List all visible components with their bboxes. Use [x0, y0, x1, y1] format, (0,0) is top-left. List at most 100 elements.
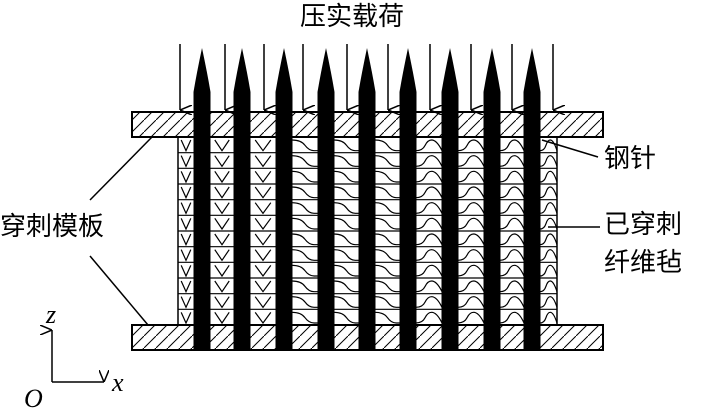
fiber-curve: [415, 170, 443, 183]
fiber-curve: [333, 311, 359, 324]
fiber-curve: [539, 296, 558, 308]
fiber-curve: [254, 280, 272, 293]
fiber-curve: [415, 139, 443, 152]
fiber-curve: [291, 249, 318, 261]
fiber-curve: [180, 186, 192, 200]
fiber-curve: [254, 296, 272, 309]
fiber-curve: [180, 233, 192, 247]
fiber-curve: [214, 296, 230, 309]
fiber-curve: [291, 155, 318, 167]
fiber-curve: [180, 280, 192, 294]
fiber-curve: [254, 202, 272, 215]
fiber-curve: [374, 233, 400, 246]
fiber-curve: [180, 155, 192, 168]
fiber-curve: [291, 170, 318, 183]
template-leader-line-top: [89, 136, 153, 201]
steel-needle: [193, 48, 211, 350]
fiber-curve: [457, 155, 485, 167]
fiber-curve: [499, 280, 525, 293]
fiber-curve: [374, 186, 400, 199]
template-leader-line-bottom: [89, 255, 149, 326]
fiber-curve: [291, 186, 318, 199]
fiber-curve: [214, 186, 230, 199]
fiber-curve: [214, 249, 230, 262]
fiber-curve: [499, 264, 525, 277]
fiber-curve: [415, 264, 443, 277]
fiber-curve: [499, 233, 525, 246]
fiber-curve: [374, 311, 400, 324]
fiber-curve: [374, 139, 400, 152]
fiber-curve: [291, 264, 318, 277]
fiber-curve: [539, 186, 558, 199]
fiber-curve: [333, 186, 359, 199]
fiber-curve: [214, 311, 230, 325]
steel-needle: [523, 48, 541, 350]
fiber-curve: [214, 233, 230, 246]
fiber-curve: [457, 280, 485, 293]
fiber-curve: [180, 249, 192, 262]
fiber-curve: [333, 139, 359, 152]
fiber-curve: [374, 155, 400, 167]
fiber-curve: [374, 170, 400, 183]
fiber-curve: [499, 155, 525, 167]
needle-leader-line: [541, 139, 599, 158]
punched-felt-label-line2: 纤维毡: [604, 248, 683, 278]
fiber-curve: [457, 139, 485, 152]
fiber-curve: [457, 217, 485, 230]
fiber-curve: [291, 217, 318, 230]
fiber-curve: [180, 218, 192, 231]
fiber-curve: [214, 155, 230, 168]
fiber-curve: [291, 296, 318, 308]
fiber-curve: [415, 186, 443, 199]
template-label: 穿刺模板: [0, 212, 105, 242]
compaction-load-title: 压实载荷: [300, 2, 405, 32]
fiber-curve: [291, 233, 318, 246]
steel-needle: [441, 48, 459, 350]
fiber-curve: [333, 233, 359, 246]
fiber-curve: [214, 202, 230, 215]
fiber-curve: [539, 233, 558, 246]
fiber-curve: [333, 296, 359, 308]
fiber-curve: [254, 155, 272, 168]
fiber-curve: [254, 249, 272, 262]
fiber-curve: [214, 217, 230, 231]
fiber-curve: [499, 139, 525, 152]
fiber-curve: [214, 170, 230, 184]
fiber-curve: [539, 170, 558, 183]
fiber-curve: [214, 264, 230, 278]
fiber-curve: [499, 311, 525, 324]
punched-felt-label-line1: 已穿刺: [604, 210, 683, 240]
fiber-curve: [499, 217, 525, 230]
fiber-curve: [499, 296, 525, 308]
fiber-curve: [415, 202, 443, 214]
fiber-curve: [180, 202, 192, 215]
steel-needles: [193, 48, 541, 350]
fiber-curve: [499, 170, 525, 183]
fiber-curve: [254, 186, 272, 199]
fiber-curve: [457, 311, 485, 324]
fiber-curve: [415, 311, 443, 324]
fiber-curve: [374, 296, 400, 308]
fiber-curve: [374, 217, 400, 230]
fiber-curve: [254, 217, 272, 231]
x-axis-label: x: [112, 368, 124, 397]
fiber-curve: [333, 217, 359, 230]
fiber-curve: [180, 296, 192, 309]
fiber-curve: [254, 264, 272, 278]
fiber-curve: [214, 280, 230, 293]
fiber-curve: [180, 265, 192, 278]
origin-label: O: [24, 384, 43, 413]
fiber-curve: [415, 217, 443, 230]
fiber-curve: [254, 170, 272, 184]
fiber-curve: [457, 170, 485, 183]
fiber-curve: [333, 280, 359, 293]
fiber-curve: [415, 233, 443, 246]
fiber-curve: [539, 155, 558, 167]
fiber-curve: [499, 202, 525, 214]
fiber-curve: [180, 171, 192, 184]
fiber-curve: [333, 202, 359, 214]
fiber-curve: [415, 249, 443, 261]
fiber-curve: [214, 139, 230, 152]
